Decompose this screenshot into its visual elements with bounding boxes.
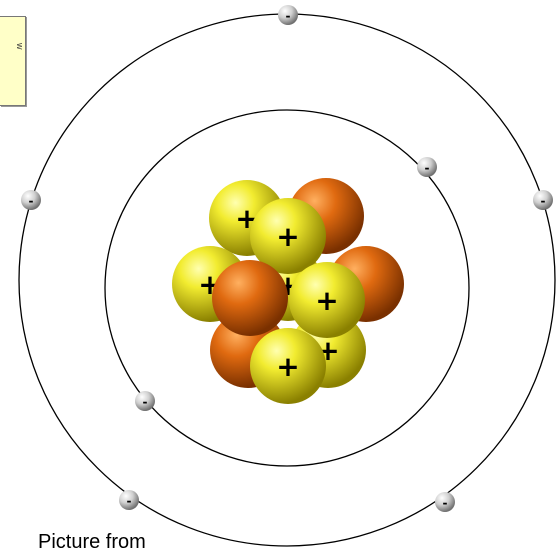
electron: - (21, 190, 41, 210)
electron: - (278, 5, 298, 25)
electron: - (435, 492, 455, 512)
proton: + (289, 262, 365, 338)
svg-text:-: - (29, 194, 34, 208)
svg-text:-: - (443, 496, 448, 510)
svg-text:-: - (127, 494, 132, 508)
electron: - (119, 490, 139, 510)
svg-text:-: - (143, 395, 148, 409)
proton: + (250, 328, 326, 404)
svg-text:+: + (276, 220, 299, 253)
svg-text:-: - (286, 9, 291, 23)
caption-text: Picture from (38, 531, 146, 553)
electron: - (135, 391, 155, 411)
neutron (212, 260, 288, 336)
nucleus: + + + + + + + (172, 178, 404, 404)
svg-text:+: + (315, 284, 338, 317)
side-tooltip-note: w (0, 16, 26, 106)
svg-text:-: - (425, 161, 430, 175)
svg-text:+: + (276, 350, 299, 383)
electron: - (533, 190, 553, 210)
electron: - (417, 157, 437, 177)
inner-orbit (104, 109, 470, 467)
note-text: w (15, 43, 25, 50)
proton: + (250, 198, 326, 274)
svg-text:-: - (541, 194, 546, 208)
